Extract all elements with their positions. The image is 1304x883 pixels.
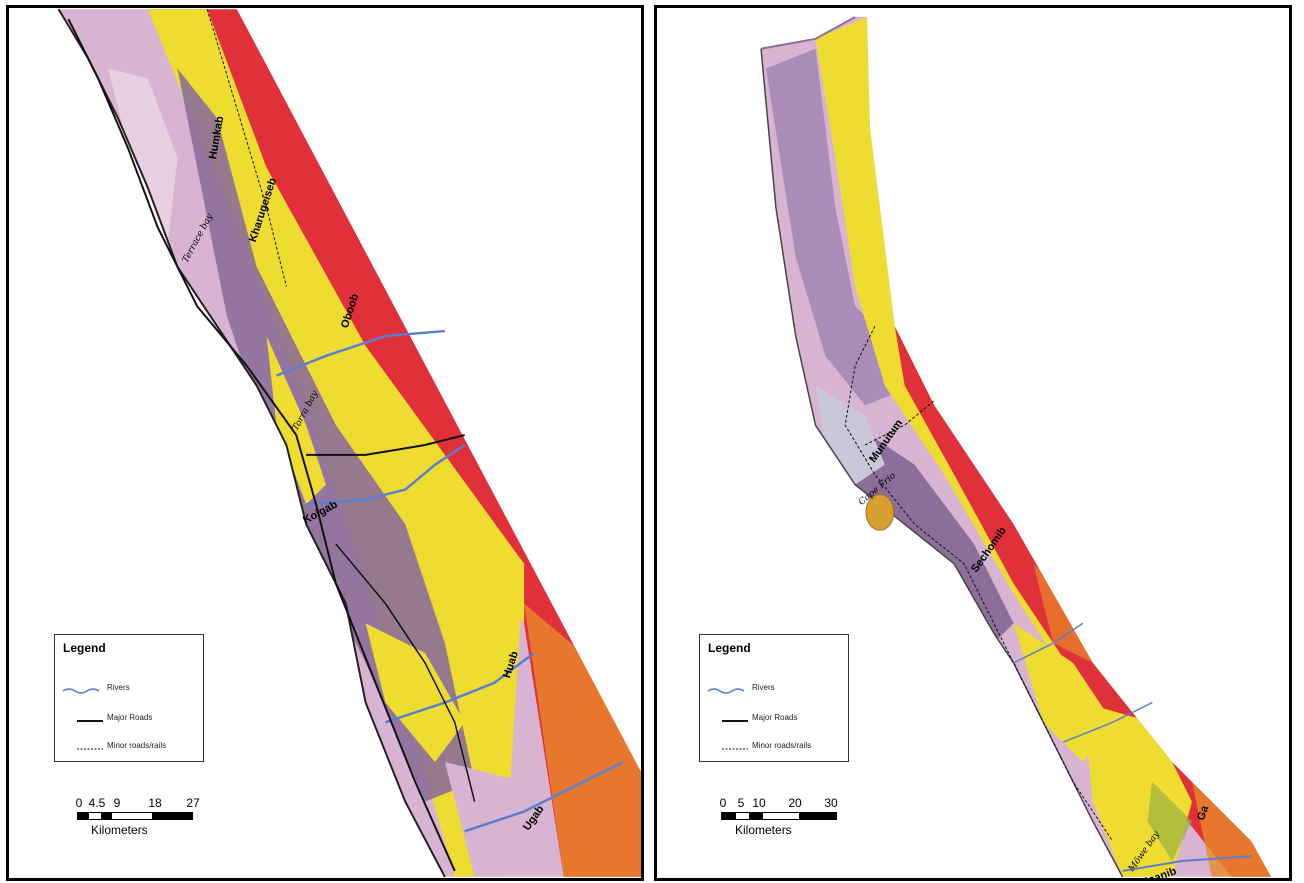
- legend-item-major-roads: Major Roads: [706, 713, 846, 727]
- minor-road-symbol-icon: [722, 748, 748, 750]
- scale-tick: 0: [719, 796, 727, 810]
- major-road-symbol-icon: [722, 720, 748, 722]
- left-map-image: [57, 8, 641, 878]
- left-map-panel: Humkab Kharugeiseb Terrace bay Oboob Tor…: [6, 5, 644, 881]
- scale-unit: Kilometers: [735, 823, 792, 837]
- scale-tick: 27: [186, 796, 200, 810]
- scale-tick: 18: [148, 796, 162, 810]
- major-road-symbol-icon: [77, 720, 103, 722]
- scale-ticks: 0 4.5 9 18 27: [73, 796, 213, 810]
- right-map-panel: Munutum Cape Frio Sechomib Möwe bay Ga H…: [654, 5, 1292, 881]
- legend-box: Legend Rivers Major Roads Minor roads/ra…: [699, 634, 849, 762]
- legend-item-rivers: Rivers: [61, 683, 201, 697]
- legend-label-rivers: Rivers: [752, 683, 775, 692]
- scale-bar: 0 4.5 9 18 27 Kilometers: [73, 796, 213, 856]
- scale-unit: Kilometers: [91, 823, 148, 837]
- legend-label-minor-roads: Minor roads/rails: [752, 741, 812, 750]
- legend-item-minor-roads: Minor roads/rails: [706, 741, 846, 755]
- scale-tick: 4.5: [88, 796, 106, 810]
- legend-item-rivers: Rivers: [706, 683, 846, 697]
- river-symbol-icon: [62, 688, 100, 694]
- scale-bar: 0 5 10 20 30 Kilometers: [717, 796, 857, 856]
- scale-ticks: 0 5 10 20 30: [717, 796, 857, 810]
- minor-road-symbol-icon: [77, 748, 103, 750]
- legend-title: Legend: [63, 641, 106, 655]
- legend-item-major-roads: Major Roads: [61, 713, 201, 727]
- legend-title: Legend: [708, 641, 751, 655]
- legend-label-rivers: Rivers: [107, 683, 130, 692]
- scale-tick: 20: [788, 796, 802, 810]
- scale-bar-graphic: [721, 812, 837, 820]
- scale-tick: 10: [752, 796, 766, 810]
- legend-label-minor-roads: Minor roads/rails: [107, 741, 167, 750]
- legend-label-major-roads: Major Roads: [752, 713, 798, 722]
- scale-tick: 0: [75, 796, 83, 810]
- legend-label-major-roads: Major Roads: [107, 713, 153, 722]
- scale-tick: 9: [113, 796, 121, 810]
- scale-tick: 5: [737, 796, 745, 810]
- scale-bar-graphic: [77, 812, 193, 820]
- river-symbol-icon: [707, 688, 745, 694]
- scale-tick: 30: [824, 796, 838, 810]
- legend-item-minor-roads: Minor roads/rails: [61, 741, 201, 755]
- right-map-image: [760, 16, 1272, 878]
- legend-box: Legend Rivers Major Roads Minor roads/ra…: [54, 634, 204, 762]
